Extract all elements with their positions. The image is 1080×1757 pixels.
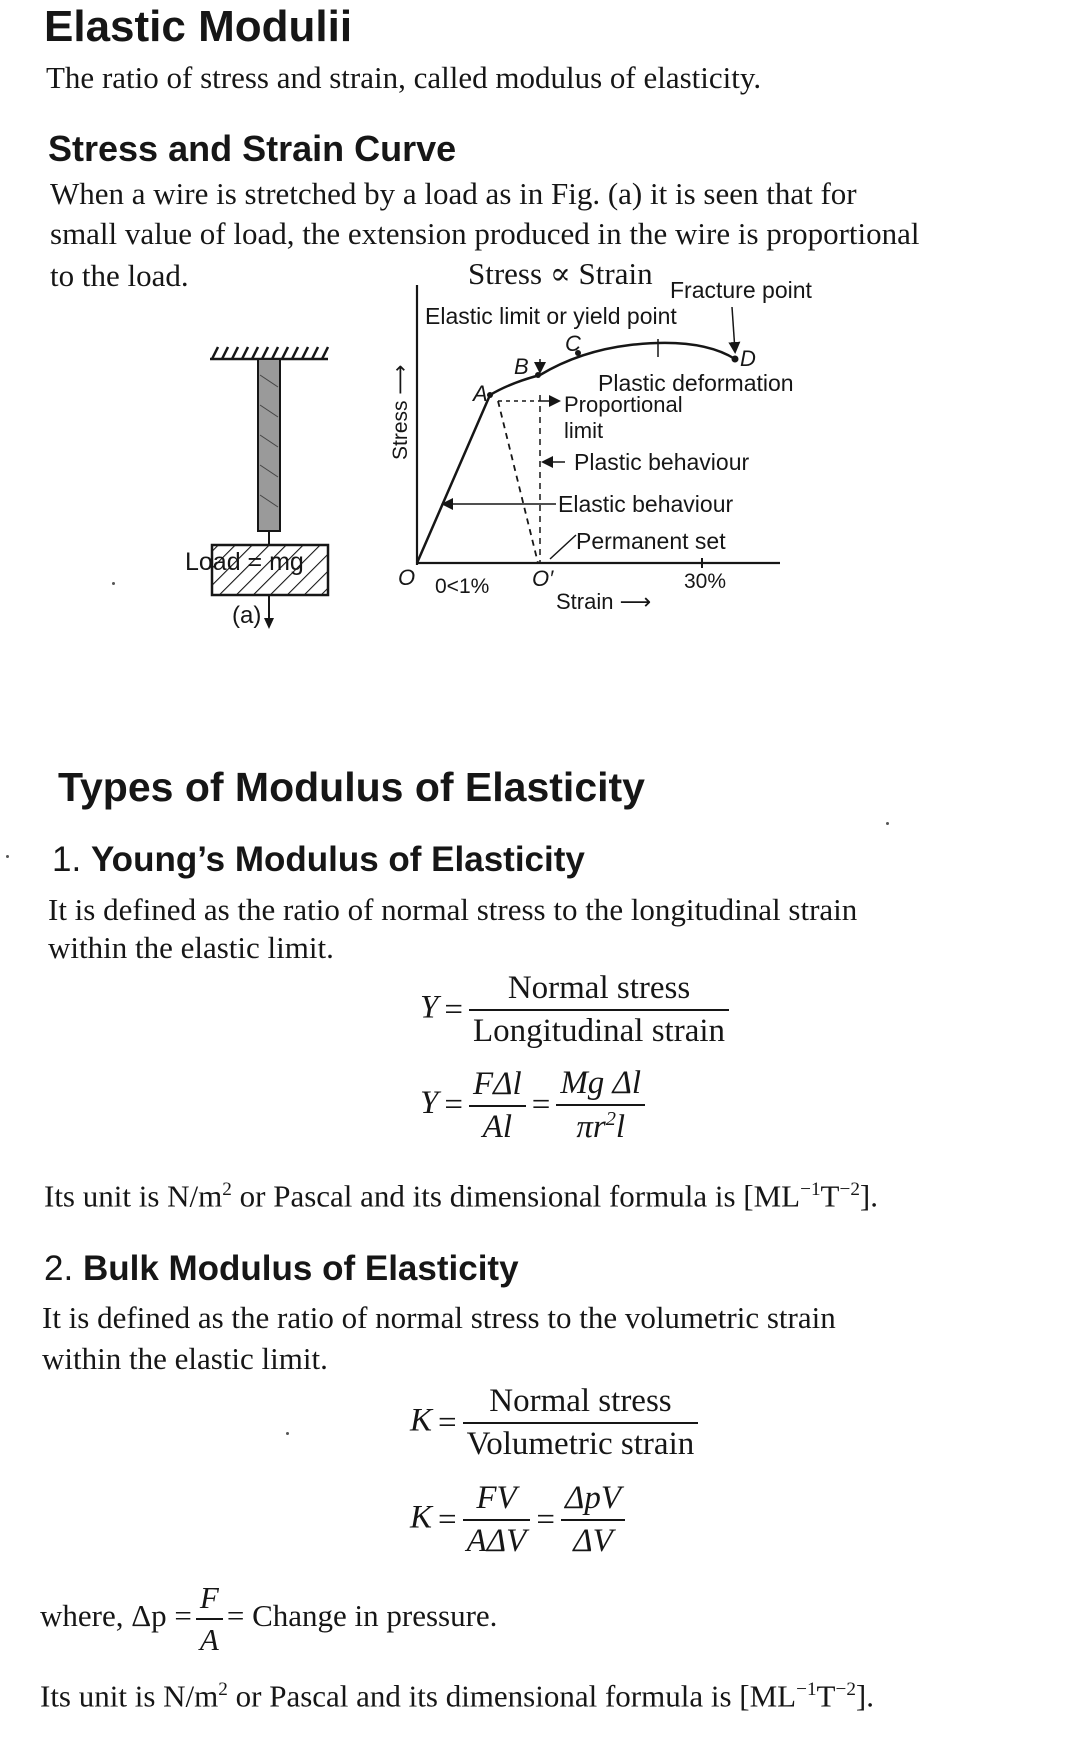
intro-sentence: The ratio of stress and strain, called m…	[46, 60, 762, 95]
plastic-deformation-label: Plastic deformation	[598, 370, 794, 396]
point-C-label: C	[565, 331, 581, 356]
stress-axis-label: Stress ⟶	[389, 364, 412, 460]
item-title: Young’s Modulus of Elasticity	[90, 840, 585, 879]
section-heading-types: Types of Modulus of Elasticity	[58, 764, 645, 810]
fracture-point-label: Fracture point	[670, 277, 812, 303]
less-than-1-percent-label: 0<1%	[435, 575, 490, 598]
paragraph-line: When a wire is stretched by a load as in…	[50, 176, 857, 211]
point-A-label: A	[473, 381, 488, 406]
plastic-behaviour-label: Plastic behaviour	[574, 449, 750, 475]
point-B	[535, 372, 541, 378]
ceiling-support	[210, 346, 330, 361]
definition-line: It is defined as the ratio of normal str…	[42, 1300, 836, 1335]
load-block	[210, 543, 330, 597]
stress-strain-graph	[415, 285, 780, 568]
bulk-unit-line: Its unit is N/m2 or Pascal and its dimen…	[40, 1678, 874, 1714]
scan-speck	[886, 822, 889, 825]
figure-a-wire-load	[210, 346, 330, 629]
scan-speck	[286, 1432, 289, 1435]
bulk-modulus-heading: 2. Bulk Modulus of Elasticity	[44, 1249, 519, 1289]
definition-line: within the elastic limit.	[42, 1341, 328, 1376]
point-D	[731, 355, 739, 363]
stress-strain-curve	[415, 341, 736, 564]
scan-speck	[112, 582, 115, 585]
proportionality-relation: Stress ∝ Strain	[468, 256, 653, 291]
paragraph-line: to the load.	[50, 258, 189, 293]
strain-axis-label: Strain ⟶	[556, 589, 652, 614]
young-modulus-heading: 1. Young’s Modulus of Elasticity	[52, 840, 585, 880]
limit-label: limit	[564, 418, 604, 443]
thirty-percent-label: 30%	[684, 570, 727, 593]
proportional-label: Proportional	[564, 392, 683, 417]
scan-speck	[6, 855, 9, 858]
o-prime-label: O′	[532, 566, 554, 591]
elastic-limit-label: Elastic limit or yield point	[425, 303, 677, 329]
page-title: Elastic Modulii	[44, 2, 353, 51]
definition-line: within the elastic limit.	[48, 930, 334, 965]
item-title: Bulk Modulus of Elasticity	[82, 1249, 519, 1288]
figure-a-caption: (a)	[232, 602, 262, 629]
point-C	[575, 350, 581, 356]
item-number: 2.	[44, 1249, 74, 1288]
item-number: 1.	[52, 840, 82, 879]
origin-label: O	[398, 565, 416, 590]
load-label: Load = mg	[185, 548, 304, 576]
unloading-line	[497, 400, 539, 564]
young-unit-line: Its unit is N/m2 or Pascal and its dimen…	[44, 1178, 878, 1214]
point-A	[487, 392, 493, 398]
point-B-label: B	[514, 354, 529, 379]
paragraph-line: small value of load, the extension produ…	[50, 216, 920, 251]
elastic-behaviour-label: Elastic behaviour	[558, 491, 734, 517]
section-heading-stress-strain: Stress and Strain Curve	[48, 128, 457, 169]
down-arrow-icon	[264, 618, 274, 629]
definition-line: It is defined as the ratio of normal str…	[48, 892, 858, 927]
point-D-label: D	[740, 346, 756, 371]
permanent-set-label: Permanent set	[576, 528, 726, 554]
wire	[257, 358, 281, 532]
